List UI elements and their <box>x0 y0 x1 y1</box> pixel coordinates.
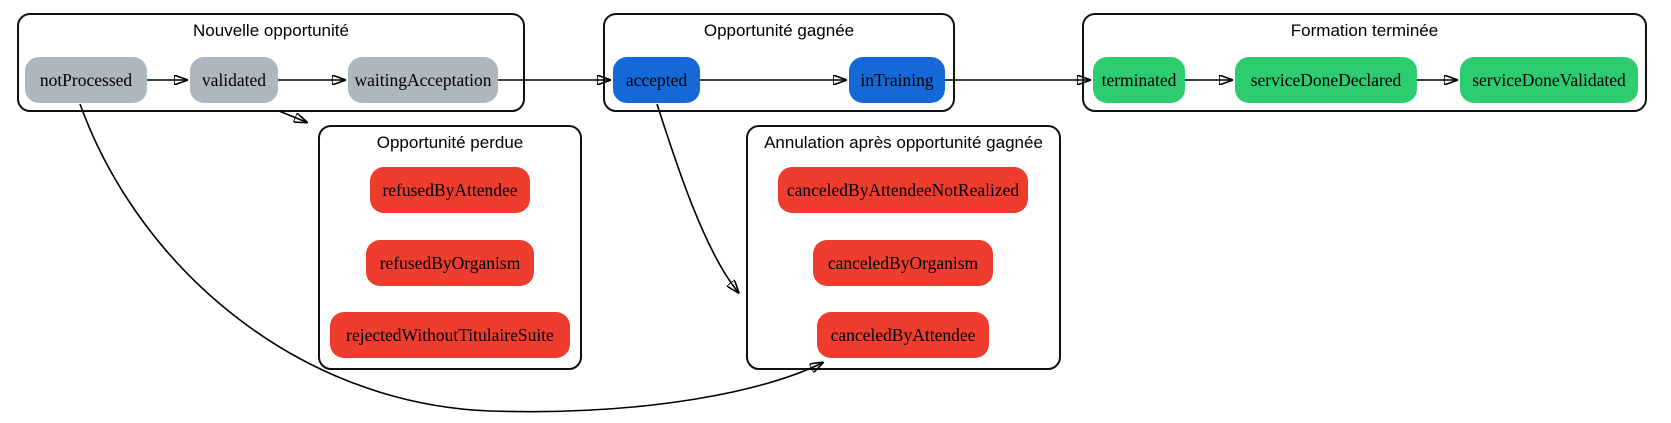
state-node-canceledbyattendeenotrealized: canceledByAttendeeNotRealized <box>778 167 1028 213</box>
edge-nouvelle-cluster-to-perdue-cluster <box>278 110 306 122</box>
state-label-canceledbyattendeenotrealized: canceledByAttendeeNotRealized <box>786 179 1020 200</box>
edge-accepted-to-annulation-cluster <box>656 103 738 292</box>
state-label-refusedbyattendee: refusedByAttendee <box>382 179 518 200</box>
state-label-terminated: terminated <box>1101 69 1177 90</box>
cluster-title-opportunite-gagnee: Opportunité gagnée <box>703 21 855 40</box>
cluster-formation-terminee: Formation terminée <box>1082 13 1647 112</box>
state-node-servicedonevalidated: serviceDoneValidated <box>1460 57 1638 103</box>
state-node-canceledbyattendee: canceledByAttendee <box>817 312 989 358</box>
state-label-canceledbyorganism: canceledByOrganism <box>827 252 979 273</box>
state-label-notprocessed: notProcessed <box>39 69 133 90</box>
state-label-canceledbyattendee: canceledByAttendee <box>830 324 976 345</box>
state-node-intraining: inTraining <box>849 57 945 103</box>
state-label-rejectedwithouttitulairesuite: rejectedWithoutTitulaireSuite <box>346 324 554 345</box>
state-node-refusedbyattendee: refusedByAttendee <box>370 167 530 213</box>
state-label-intraining: inTraining <box>860 69 934 90</box>
cluster-title-nouvelle-opportunite: Nouvelle opportunité <box>193 21 349 40</box>
state-node-waitingacceptation: waitingAcceptation <box>348 57 498 103</box>
state-label-servicedonevalidated: serviceDoneValidated <box>1472 69 1626 90</box>
state-node-validated: validated <box>190 57 278 103</box>
cluster-title-annulation: Annulation après opportunité gagnée <box>764 133 1043 152</box>
state-label-refusedbyorganism: refusedByOrganism <box>379 252 521 273</box>
state-label-servicedonedeclared: serviceDoneDeclared <box>1250 69 1402 90</box>
state-node-canceledbyorganism: canceledByOrganism <box>813 240 993 286</box>
state-node-rejectedwithouttitulairesuite: rejectedWithoutTitulaireSuite <box>330 312 570 358</box>
state-node-servicedonedeclared: serviceDoneDeclared <box>1235 57 1417 103</box>
state-label-waitingacceptation: waitingAcceptation <box>354 69 492 90</box>
state-label-validated: validated <box>201 69 267 90</box>
cluster-title-formation-terminee: Formation terminée <box>1290 21 1439 40</box>
state-node-accepted: accepted <box>613 57 700 103</box>
state-node-terminated: terminated <box>1093 57 1185 103</box>
state-label-accepted: accepted <box>625 69 688 90</box>
state-node-refusedbyorganism: refusedByOrganism <box>366 240 534 286</box>
state-node-notprocessed: notProcessed <box>25 57 147 103</box>
cluster-title-opportunite-perdue: Opportunité perdue <box>376 133 524 152</box>
